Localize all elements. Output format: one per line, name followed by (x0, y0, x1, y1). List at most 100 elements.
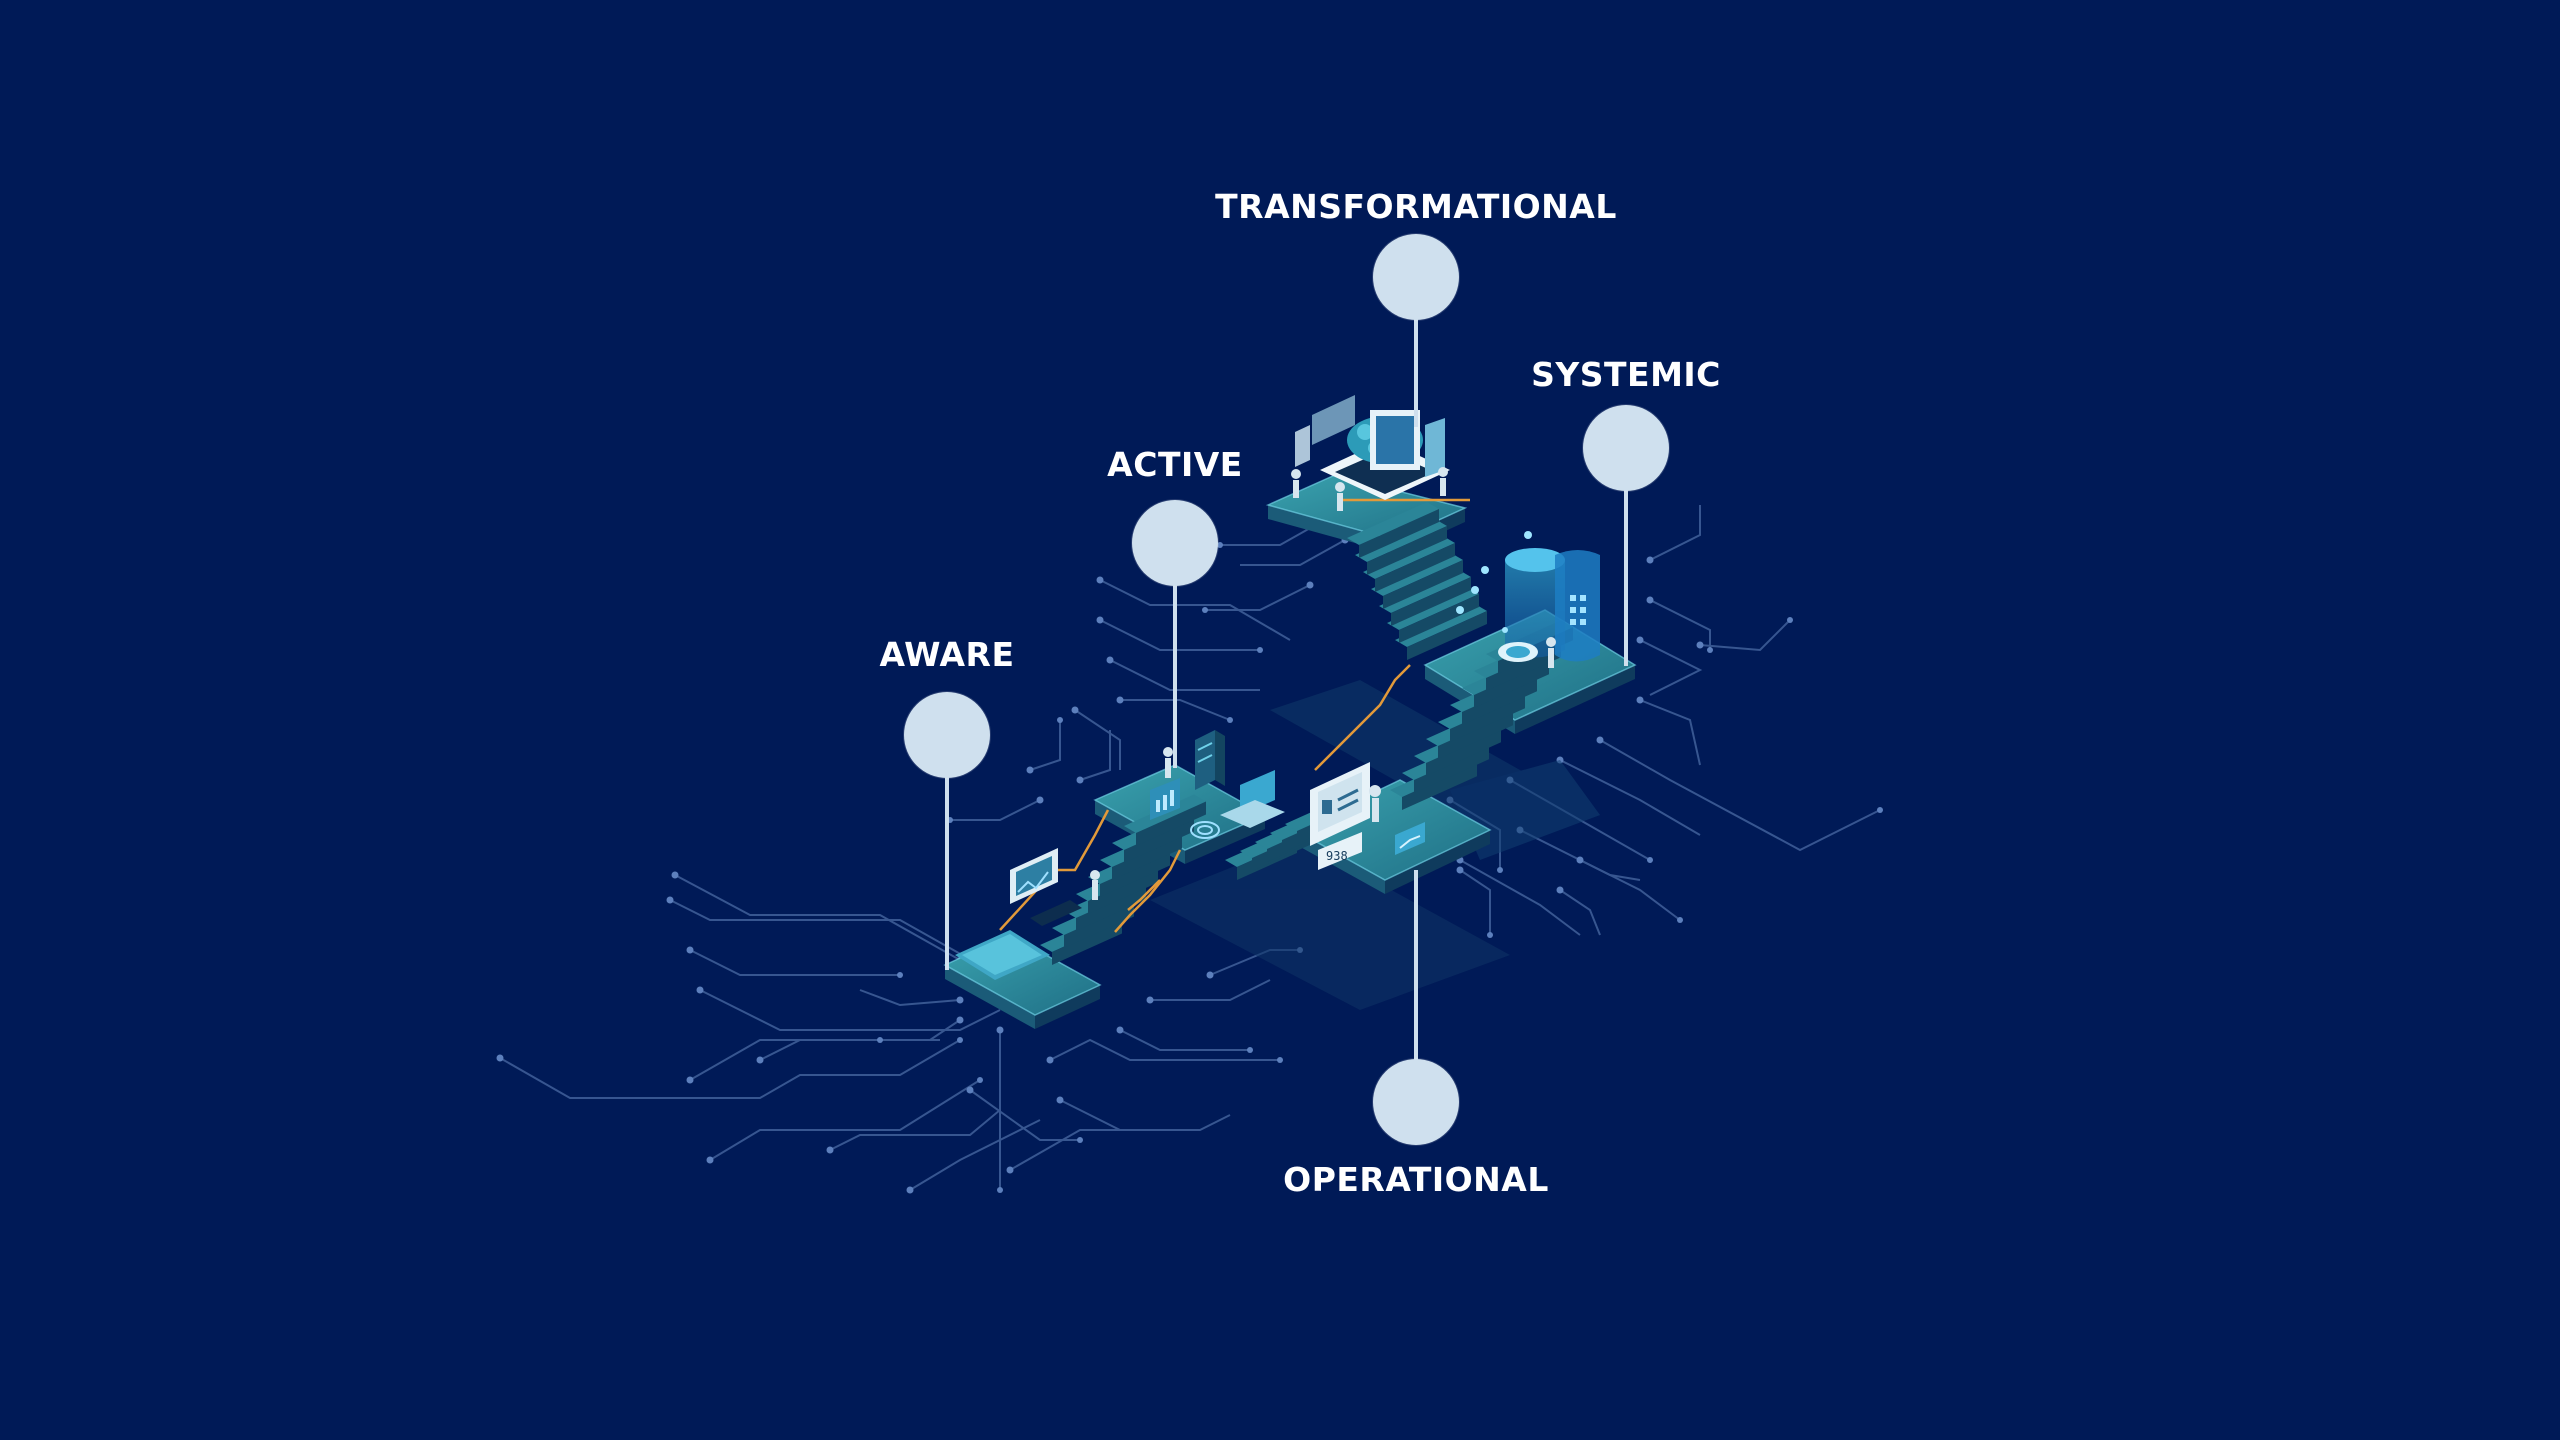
circuit-node (1006, 1166, 1014, 1174)
circuit-node (1696, 641, 1704, 649)
circuit-trace (1009, 1129, 1130, 1171)
circuit-node (877, 1037, 883, 1043)
database-icon (1505, 548, 1600, 662)
active-equipment (1150, 730, 1285, 839)
circuit-node (1202, 607, 1208, 613)
circuit-trace (709, 1079, 981, 1161)
circuit-trace (759, 1039, 880, 1061)
magnifier-icon (1498, 642, 1538, 662)
stage-label-systemic: SYSTEMIC (1531, 355, 1721, 394)
circuit-node (1227, 717, 1233, 723)
platform-side (1385, 830, 1490, 894)
platform-side (945, 965, 1035, 1029)
circuit-trace (674, 874, 961, 961)
stair-tread (1395, 604, 1487, 647)
aware-equipment (955, 848, 1100, 980)
screen-panels (1295, 395, 1445, 477)
circuit-node (1576, 856, 1584, 864)
circuit-trace (499, 1039, 961, 1099)
stair-riser (1383, 560, 1463, 609)
circuit-node (956, 996, 964, 1004)
circuit-node (1646, 596, 1654, 604)
stair-riser (1088, 869, 1158, 914)
stair-riser (1402, 763, 1477, 810)
stair-riser (1407, 611, 1487, 660)
circuit-node (1057, 717, 1063, 723)
circuit-trace (1205, 584, 1311, 611)
stage-stem-active (1173, 543, 1177, 768)
circuit-traces (499, 499, 1881, 1191)
circuit-node (1106, 656, 1114, 664)
circuit-node (1787, 617, 1793, 623)
stage-stem-transformational (1414, 277, 1418, 427)
circuit-trace (1699, 619, 1791, 652)
circuit-trace (1150, 979, 1271, 1001)
circuit-node (1277, 1057, 1283, 1063)
stair-riser (1414, 746, 1489, 793)
circuit-node (997, 1187, 1003, 1193)
stage-marker-transformational (1373, 234, 1459, 320)
circuit-trace (1649, 599, 1711, 650)
platform-side (1185, 815, 1265, 864)
systemic-equipment (1456, 531, 1600, 668)
circuit-trace (1459, 869, 1491, 935)
circuit-node (1646, 556, 1654, 564)
circuit-trace (1074, 709, 1121, 770)
stair-riser (1426, 729, 1501, 776)
server-rack-icon (1195, 730, 1225, 790)
circuit-trace (1579, 859, 1681, 921)
stair-riser (1474, 661, 1549, 708)
circuit-trace (1049, 1038, 1280, 1061)
circuit-node (897, 972, 903, 978)
operational-equipment: 938 (1310, 762, 1425, 870)
circuit-trace (1459, 859, 1581, 936)
circuit-trace (859, 989, 961, 1007)
circuit-trace (1059, 1099, 1231, 1131)
circuit-node (1257, 647, 1263, 653)
stair-riser (1064, 903, 1134, 948)
circuit-node (957, 1037, 963, 1043)
circuit-node (666, 896, 674, 904)
circuit-node (1487, 932, 1493, 938)
stair-riser (1112, 835, 1182, 880)
circuit-node (1647, 857, 1653, 863)
stair-riser (1367, 526, 1447, 575)
circuit-node (1707, 647, 1713, 653)
circuit-trace (1599, 739, 1881, 852)
stage-marker-operational (1373, 1059, 1459, 1145)
circuit-trace (1559, 889, 1601, 936)
circuit-node (756, 1056, 764, 1064)
circuit-trace (1099, 619, 1260, 651)
circuit-trace (1639, 639, 1703, 696)
circuit-node (1036, 796, 1044, 804)
stair-riser (1100, 852, 1170, 897)
circuit-node (1636, 636, 1644, 644)
circuit-node (686, 1076, 694, 1084)
circuit-trace (669, 899, 981, 966)
stage-marker-systemic (1583, 405, 1669, 491)
circuit-trace (689, 949, 900, 976)
circuit-trace (1649, 505, 1701, 561)
circuit-trace (1120, 699, 1231, 721)
person-icon (1163, 747, 1173, 778)
circuit-trace (1109, 659, 1260, 691)
stair-riser (1124, 818, 1194, 863)
platform-side (1515, 665, 1635, 734)
circuit-node (826, 1146, 834, 1154)
stair-tread (1387, 587, 1479, 630)
circuit-node (1456, 866, 1464, 874)
circuit-node (1206, 971, 1214, 979)
circuit-node (966, 1086, 974, 1094)
circuit-trace (950, 799, 1041, 821)
stair-riser (1391, 577, 1471, 626)
circuit-node (1596, 736, 1604, 744)
stair-riser (1136, 801, 1206, 846)
circuit-node (1497, 867, 1503, 873)
stairs-systemic-to-transformational (1347, 502, 1487, 660)
keyboard-icon (1030, 900, 1082, 926)
circuit-trace (1559, 759, 1701, 836)
circuit-node (706, 1156, 714, 1164)
circuit-trace (1029, 720, 1061, 771)
monitor-icon (1010, 848, 1058, 904)
circuit-node (1071, 706, 1079, 714)
